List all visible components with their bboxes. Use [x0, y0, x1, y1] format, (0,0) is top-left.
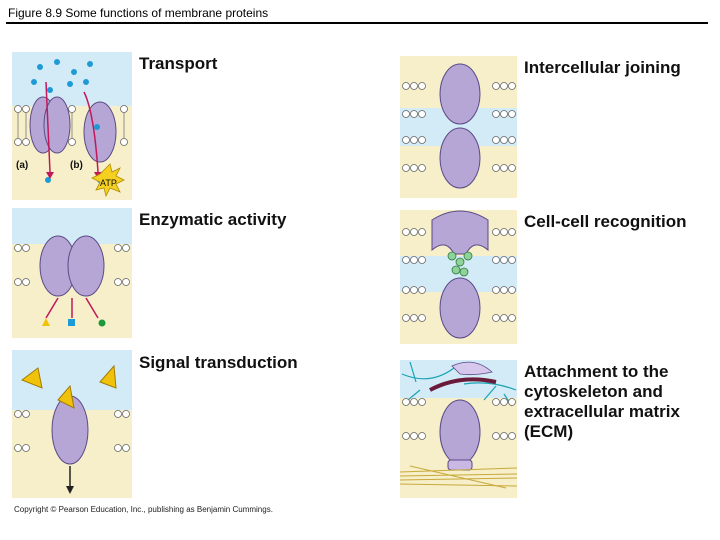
subpanel-label-a: (a) — [16, 160, 29, 171]
signal-molecule — [20, 367, 43, 389]
subpanel-label-b: (b) — [70, 160, 83, 171]
atp-label: ATP — [100, 178, 117, 188]
panel-joining — [400, 56, 517, 198]
panel-transport: (a) (b) ATP — [12, 52, 132, 200]
figure-title: Figure 8.9 Some functions of membrane pr… — [8, 6, 269, 20]
transport-illustration — [12, 52, 132, 200]
panel-enzymatic — [12, 208, 132, 338]
joining-illustration — [400, 56, 517, 198]
carrier-protein — [83, 101, 117, 163]
atp-burst — [91, 163, 125, 198]
reaction-arrows — [45, 297, 99, 319]
panel-label-joining: Intercellular joining — [524, 58, 681, 77]
signal-illustration — [12, 350, 132, 498]
lipid-bilayer — [14, 105, 128, 146]
copyright-notice: Copyright © Pearson Education, Inc., pub… — [14, 505, 273, 514]
attachment-illustration — [400, 360, 517, 498]
panel-label-recognition: Cell-cell recognition — [524, 212, 687, 231]
panel-recognition — [400, 210, 517, 344]
enzyme-protein — [67, 235, 105, 297]
channel-protein — [43, 96, 71, 154]
panel-label-signal: Signal transduction — [139, 353, 298, 372]
carbohydrate-chain — [447, 251, 473, 277]
panel-label-enzymatic: Enzymatic activity — [139, 210, 287, 229]
panel-signal — [12, 350, 132, 498]
recognition-illustration — [400, 210, 517, 344]
panel-attachment — [400, 360, 517, 498]
ecm-fibers — [401, 361, 517, 407]
junction-protein-upper — [439, 63, 481, 125]
cytoskeleton-filament — [429, 377, 497, 392]
substrate-square — [68, 319, 75, 326]
integrin-protein — [439, 399, 481, 465]
microfilaments — [400, 465, 517, 489]
substrate-triangle — [42, 318, 50, 326]
panel-label-transport: Transport — [139, 54, 218, 73]
glycoprotein — [439, 277, 481, 339]
panel-label-attachment: Attachment to the cytoskeleton and extra… — [524, 362, 680, 441]
bound-signal-molecule — [57, 384, 75, 409]
enzymatic-illustration — [12, 208, 132, 338]
product-dot — [98, 319, 106, 327]
title-divider — [6, 22, 708, 24]
recognition-protein-upper — [431, 210, 489, 255]
junction-protein-lower — [439, 127, 481, 189]
transport-arrows — [45, 81, 99, 173]
signal-molecule — [99, 364, 117, 389]
